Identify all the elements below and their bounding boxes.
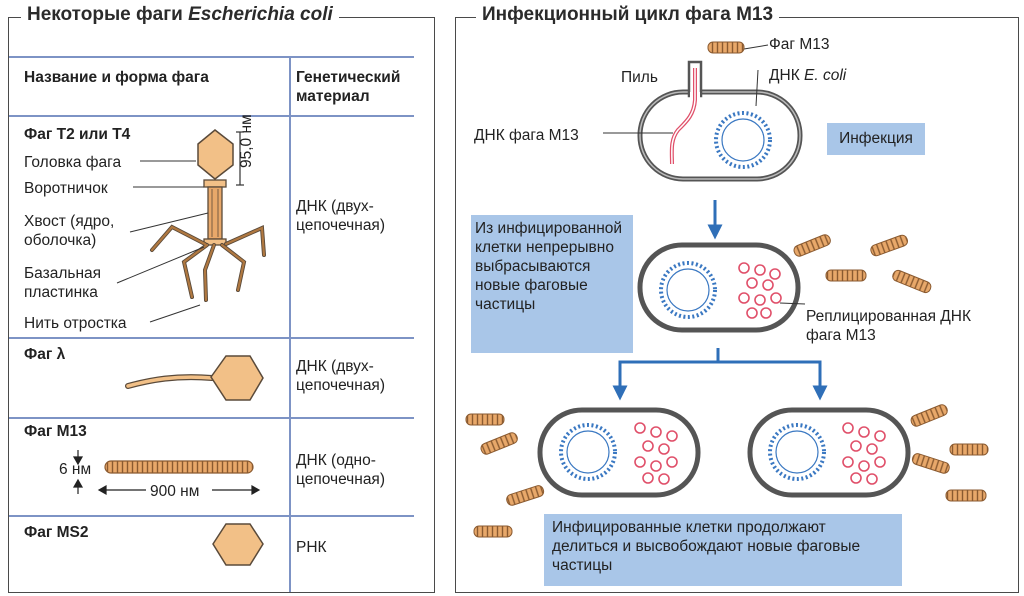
table-row-line xyxy=(9,515,414,517)
t4-leader-lines xyxy=(116,160,209,323)
infection-cell xyxy=(603,41,803,182)
lambda-phage-illustration xyxy=(125,355,264,401)
label-ecoli-dna-species: E. coli xyxy=(804,67,847,84)
phage-table-title: Некоторые фаги Escherichia coli xyxy=(21,4,339,26)
infection-box: Инфекция xyxy=(827,123,925,155)
dividing-cell-right xyxy=(747,407,911,498)
dimension-900nm: 900 нм xyxy=(150,483,200,500)
dimension-6nm: 6 нм xyxy=(59,461,92,478)
label-tail: Хвост (ядро, оболочка) xyxy=(24,213,115,249)
genetic-lambda: ДНК (двух-цепочечная) xyxy=(296,358,385,394)
label-base-plate: Базальная пластинка xyxy=(24,265,102,301)
header-name-shape: Название и форма фага xyxy=(24,69,209,86)
phage-table-panel: Некоторые фаги Escherichia coli Название… xyxy=(8,4,435,593)
genetic-t2-t4: ДНК (двух-цепочечная) xyxy=(296,198,385,234)
row-name-m13: Фаг M13 xyxy=(24,423,87,440)
genetic-ms2: РНК xyxy=(296,539,327,556)
table-header-line xyxy=(9,115,414,117)
table-row-line xyxy=(9,417,414,419)
t4-dimension-bracket xyxy=(236,131,244,186)
ms2-head xyxy=(212,523,264,566)
t4-collar xyxy=(203,179,227,188)
replicated-dna-circles xyxy=(738,262,782,319)
t4-phage-illustration xyxy=(116,129,266,323)
m13-table-illustration xyxy=(72,450,261,496)
label-ecoli-dna-prefix: ДНК xyxy=(769,67,805,84)
label-ecoli-dna: ДНК E. coli xyxy=(769,66,846,85)
t4-tail xyxy=(207,186,223,240)
label-replicated-dna: Реплицированная ДНК фага M13 xyxy=(806,308,971,344)
m13-phage xyxy=(707,41,745,54)
title-species: Escherichia coli xyxy=(188,4,333,25)
free-phage-particles xyxy=(465,234,989,538)
label-phage-head: Головка фага xyxy=(24,154,122,171)
ecoli-dna-ring xyxy=(714,111,772,169)
dividing-cell-left xyxy=(537,407,701,498)
table-top-line xyxy=(9,56,414,58)
title-text: Некоторые фаги xyxy=(27,4,189,25)
label-phage-m13: Фаг M13 xyxy=(769,36,830,53)
header-genetic-material: Генетический материал xyxy=(296,69,401,105)
label-pilus: Пиль xyxy=(621,69,658,86)
division-box: Инфицированные клетки продолжают делитьс… xyxy=(544,514,902,586)
t4-head xyxy=(197,129,234,180)
release-box: Из инфицированной клетки непрерывно выбр… xyxy=(471,215,633,353)
genetic-m13: ДНК (одно-цепочечная) xyxy=(296,452,385,488)
label-phage-dna: ДНК фага M13 xyxy=(474,127,579,144)
arrow-down-right xyxy=(718,360,828,401)
label-collar: Воротничок xyxy=(24,180,108,197)
label-tail-fiber: Нить отростка xyxy=(24,315,127,332)
row-name-ms2: Фаг MS2 xyxy=(24,524,89,541)
row-name-t2-t4: Фаг T2 или T4 xyxy=(24,126,131,143)
table-column-line xyxy=(289,56,291,592)
arrow-down-left xyxy=(612,348,720,401)
releasing-cell xyxy=(637,242,806,333)
table-row-line xyxy=(9,337,414,339)
row-name-lambda: Фаг λ xyxy=(24,346,66,363)
lambda-head xyxy=(210,355,264,401)
m13-cycle-title: Инфекционный цикл фага M13 xyxy=(476,4,780,26)
